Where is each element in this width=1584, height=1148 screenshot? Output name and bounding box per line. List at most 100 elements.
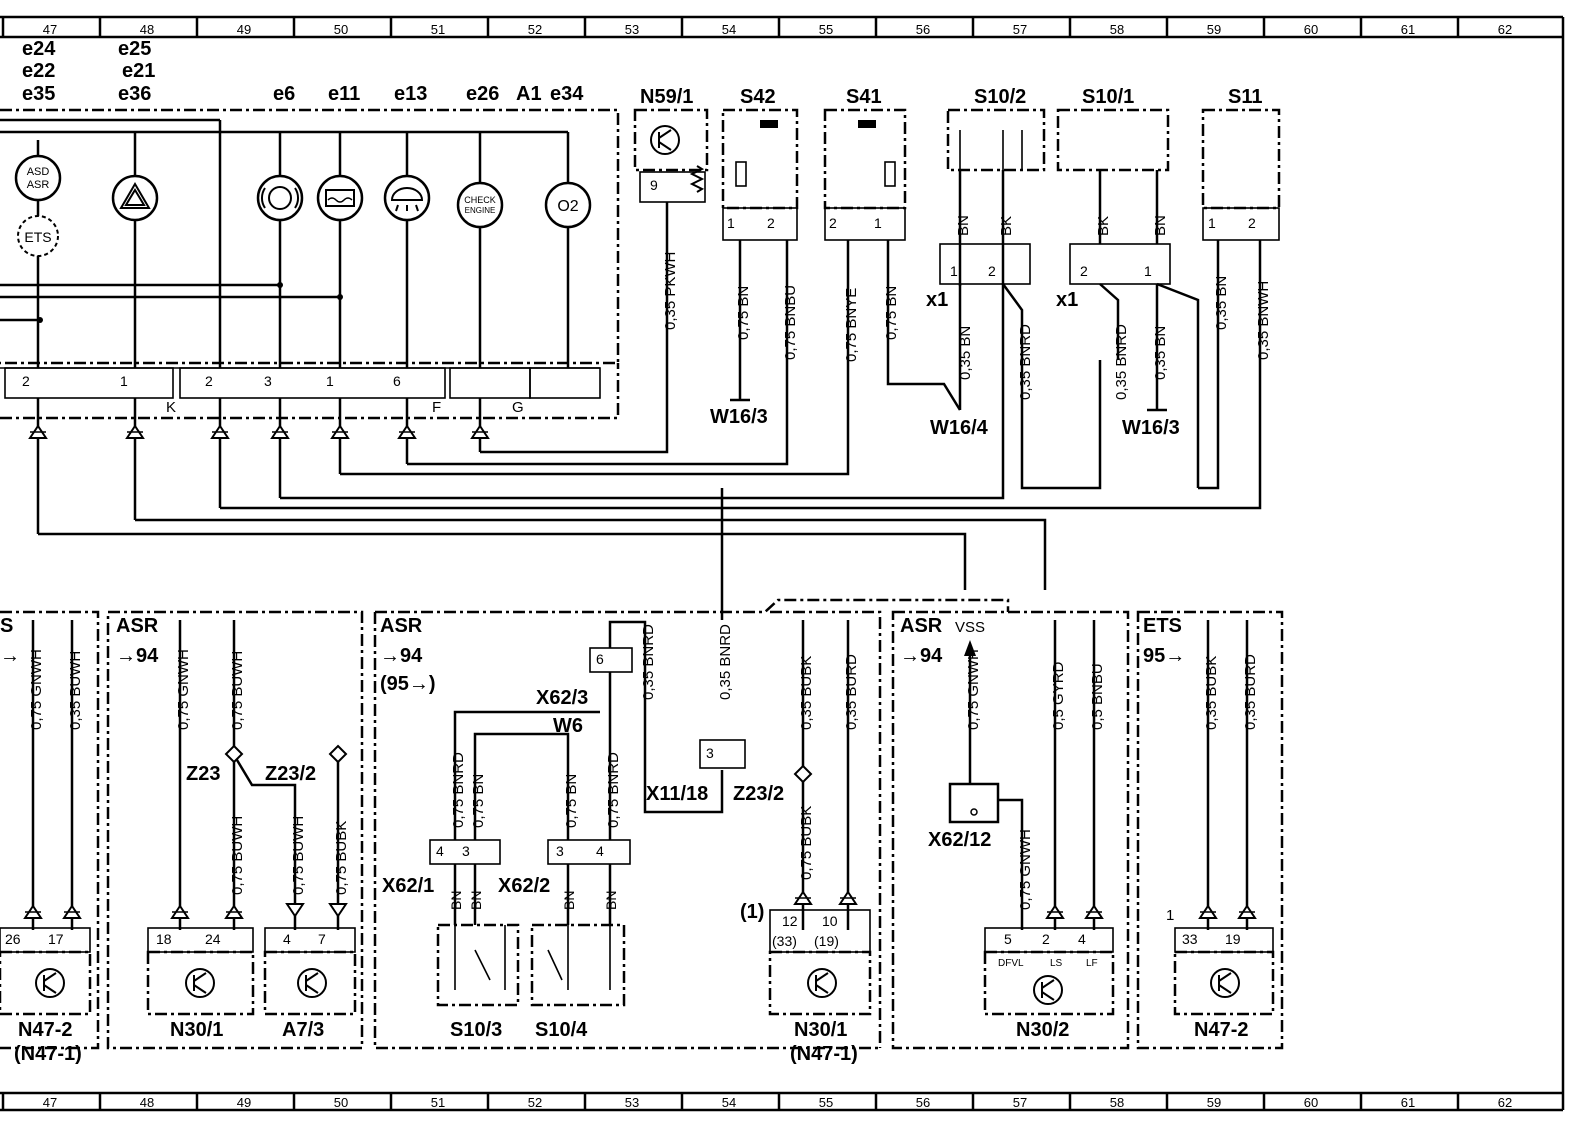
p12: 12 — [782, 913, 798, 929]
n59-1-component: N59/1 9 0,35 PKWH — [633, 86, 709, 340]
ruler-top-label-47: 47 — [43, 22, 57, 37]
box1-w2: 0,35 BUWH — [67, 651, 84, 730]
box1-p1: 26 — [5, 931, 21, 947]
box5-w2: 0,35 BURD — [1242, 654, 1259, 730]
box4-gnwh2: 0,75 GNWH — [1017, 829, 1034, 910]
box4-name: N30/2 — [1016, 1019, 1069, 1041]
bn1: BN — [448, 891, 464, 910]
ruler-top-label-56: 56 — [916, 22, 930, 37]
box3-n47-1: (N47-1) — [790, 1043, 858, 1065]
box3-bubk: 0,35 BUBK — [798, 656, 815, 730]
s42-pin-1: 1 — [727, 215, 735, 231]
box5-w1: 0,35 BUBK — [1203, 656, 1220, 730]
box4-hdr: ASR — [900, 615, 943, 637]
s10-1-bk: BK — [1095, 216, 1112, 236]
box4-bnbu: 0,5 BNBU — [1089, 663, 1106, 730]
box2-p4: 7 — [318, 931, 326, 947]
wire-s11-bn: 0,35 BN — [1213, 276, 1230, 330]
wire-x1a-bnrd: 0,35 BNRD — [1017, 324, 1034, 400]
box2-w4: 0,75 BUWH — [290, 816, 307, 895]
ruler-top-label-49: 49 — [237, 22, 251, 37]
wire-x1b-bn: 0,35 BN — [1152, 326, 1169, 380]
ref-e34: e34 — [550, 83, 584, 105]
s10-1-switch: S10/1 BK BN 2 1 x1 0,35 BNRD 0,35 BN W16… — [1056, 86, 1200, 488]
box3-n30-1: N30/1 — [794, 1019, 847, 1041]
a1-pin-3: 3 — [264, 373, 272, 389]
ref-e13: e13 — [394, 83, 427, 105]
instrument-cluster-a1: e24 e22 e35 e25 e21 e36 e6 e11 e13 e26 A… — [0, 38, 620, 534]
s10-4: S10/4 — [535, 1019, 588, 1041]
box4-dfvl: DFVL — [998, 958, 1024, 969]
ref-a1: A1 — [516, 83, 542, 105]
bn4: BN — [603, 891, 619, 910]
ruler-bottom-label-48: 48 — [140, 1095, 154, 1110]
x11-18: X11/18 — [646, 783, 708, 805]
ets-label: ETS — [24, 229, 51, 245]
hazard-warning-lamp — [111, 174, 159, 222]
ruler-top-label-52: 52 — [528, 22, 542, 37]
box-ets-n47-2-right: ETS 95→ 0,35 BUBK 0,35 BURD 1 33 19 N47-… — [1136, 610, 1284, 1050]
box-asr-switches-n30-1: ASR →94 (95→) 6 0,35 BNRD X62/3 0,35 BNR… — [373, 598, 1010, 1065]
wire-w164-bn: 0,35 BN — [957, 326, 974, 380]
ets-lamp: ETS — [17, 215, 59, 257]
bottom-ruler — [0, 1091, 1563, 1112]
ruler-bottom-label-54: 54 — [722, 1095, 736, 1110]
s10-1-label: S10/1 — [1082, 86, 1134, 108]
ruler-bottom-label-58: 58 — [1110, 1095, 1124, 1110]
bn2: BN — [468, 891, 484, 910]
s42-switch: S42 1 2 0,75 BN 0,75 BNBU W16/3 — [710, 86, 799, 428]
ruler-top-label-53: 53 — [625, 22, 639, 37]
box1-name: N47-2 — [18, 1019, 72, 1041]
x1-a: x1 — [926, 289, 948, 311]
brake-lamp — [256, 174, 304, 222]
ruler-bottom-label-55: 55 — [819, 1095, 833, 1110]
ref-e36: e36 — [118, 83, 151, 105]
ruler-top-label-57: 57 — [1013, 22, 1027, 37]
box2-z23-2: Z23/2 — [265, 763, 316, 785]
s11-pin-1: 1 — [1208, 215, 1216, 231]
box-asr-n30-1-a7-3: ASR →94 0,75 GNWH 0,75 BUWH Z23 Z23/2 0,… — [106, 610, 364, 1050]
x1a-pin-1: 1 — [950, 263, 958, 279]
ref-e11: e11 — [328, 83, 360, 105]
routing-lines — [38, 300, 1262, 620]
s10-2-switch: S10/2 BN BK 1 2 x1 0,35 BN 0,35 BNRD W16… — [926, 86, 1046, 439]
a1-pin-2b: 2 — [205, 373, 213, 389]
check-engine-lamp: CHECK ENGINE — [456, 181, 504, 229]
o2-label: O2 — [557, 198, 578, 215]
box2-hdr: ASR — [116, 615, 159, 637]
x62-3: X62/3 — [536, 687, 588, 709]
ruler-bottom-label-53: 53 — [625, 1095, 639, 1110]
box2-name1: N30/1 — [170, 1019, 223, 1041]
ref-e22: e22 — [22, 60, 55, 82]
p10: 10 — [822, 913, 838, 929]
x62-2-p4: 4 — [596, 843, 604, 859]
box4-p4: 4 — [1078, 931, 1086, 947]
wire-s41-bn: 0,75 BN — [883, 286, 900, 340]
box4-p5: 5 — [1004, 931, 1012, 947]
box4-vss: VSS — [955, 619, 985, 636]
box-asr-vss-n30-2: ASR VSS →94 0,75 GNWH X62/12 0,75 GNWH 0… — [891, 610, 1130, 1050]
x62-1: X62/1 — [382, 875, 434, 897]
ruler-top-label-60: 60 — [1304, 22, 1318, 37]
conn-f: F — [432, 399, 441, 416]
x62-12: X62/12 — [928, 829, 991, 851]
box5-name: N47-2 — [1194, 1019, 1248, 1041]
ruler-top-label-61: 61 — [1401, 22, 1415, 37]
box1-w1: 0,75 GNWH — [28, 649, 45, 730]
box2-w1: 0,75 GNWH — [175, 649, 192, 730]
p33: (33) — [772, 933, 797, 949]
box4-ls: LS — [1050, 958, 1063, 969]
wire-s42-bnbu: 0,75 BNBU — [782, 285, 799, 360]
ruler-bottom-label-49: 49 — [237, 1095, 251, 1110]
x62-1-p4: 4 — [436, 843, 444, 859]
ruler-bottom-label-60: 60 — [1304, 1095, 1318, 1110]
s41-label: S41 — [846, 86, 882, 108]
x62-3-w: 0,35 BNRD — [640, 624, 657, 700]
ruler-bottom-label-57: 57 — [1013, 1095, 1027, 1110]
x62-3-pin: 6 — [596, 651, 604, 667]
x62-2-p3: 3 — [556, 843, 564, 859]
box1-hdr: S — [0, 615, 13, 637]
x1a-pin-2: 2 — [988, 263, 996, 279]
x1-b: x1 — [1056, 289, 1078, 311]
coolant-level-lamp — [316, 174, 364, 222]
